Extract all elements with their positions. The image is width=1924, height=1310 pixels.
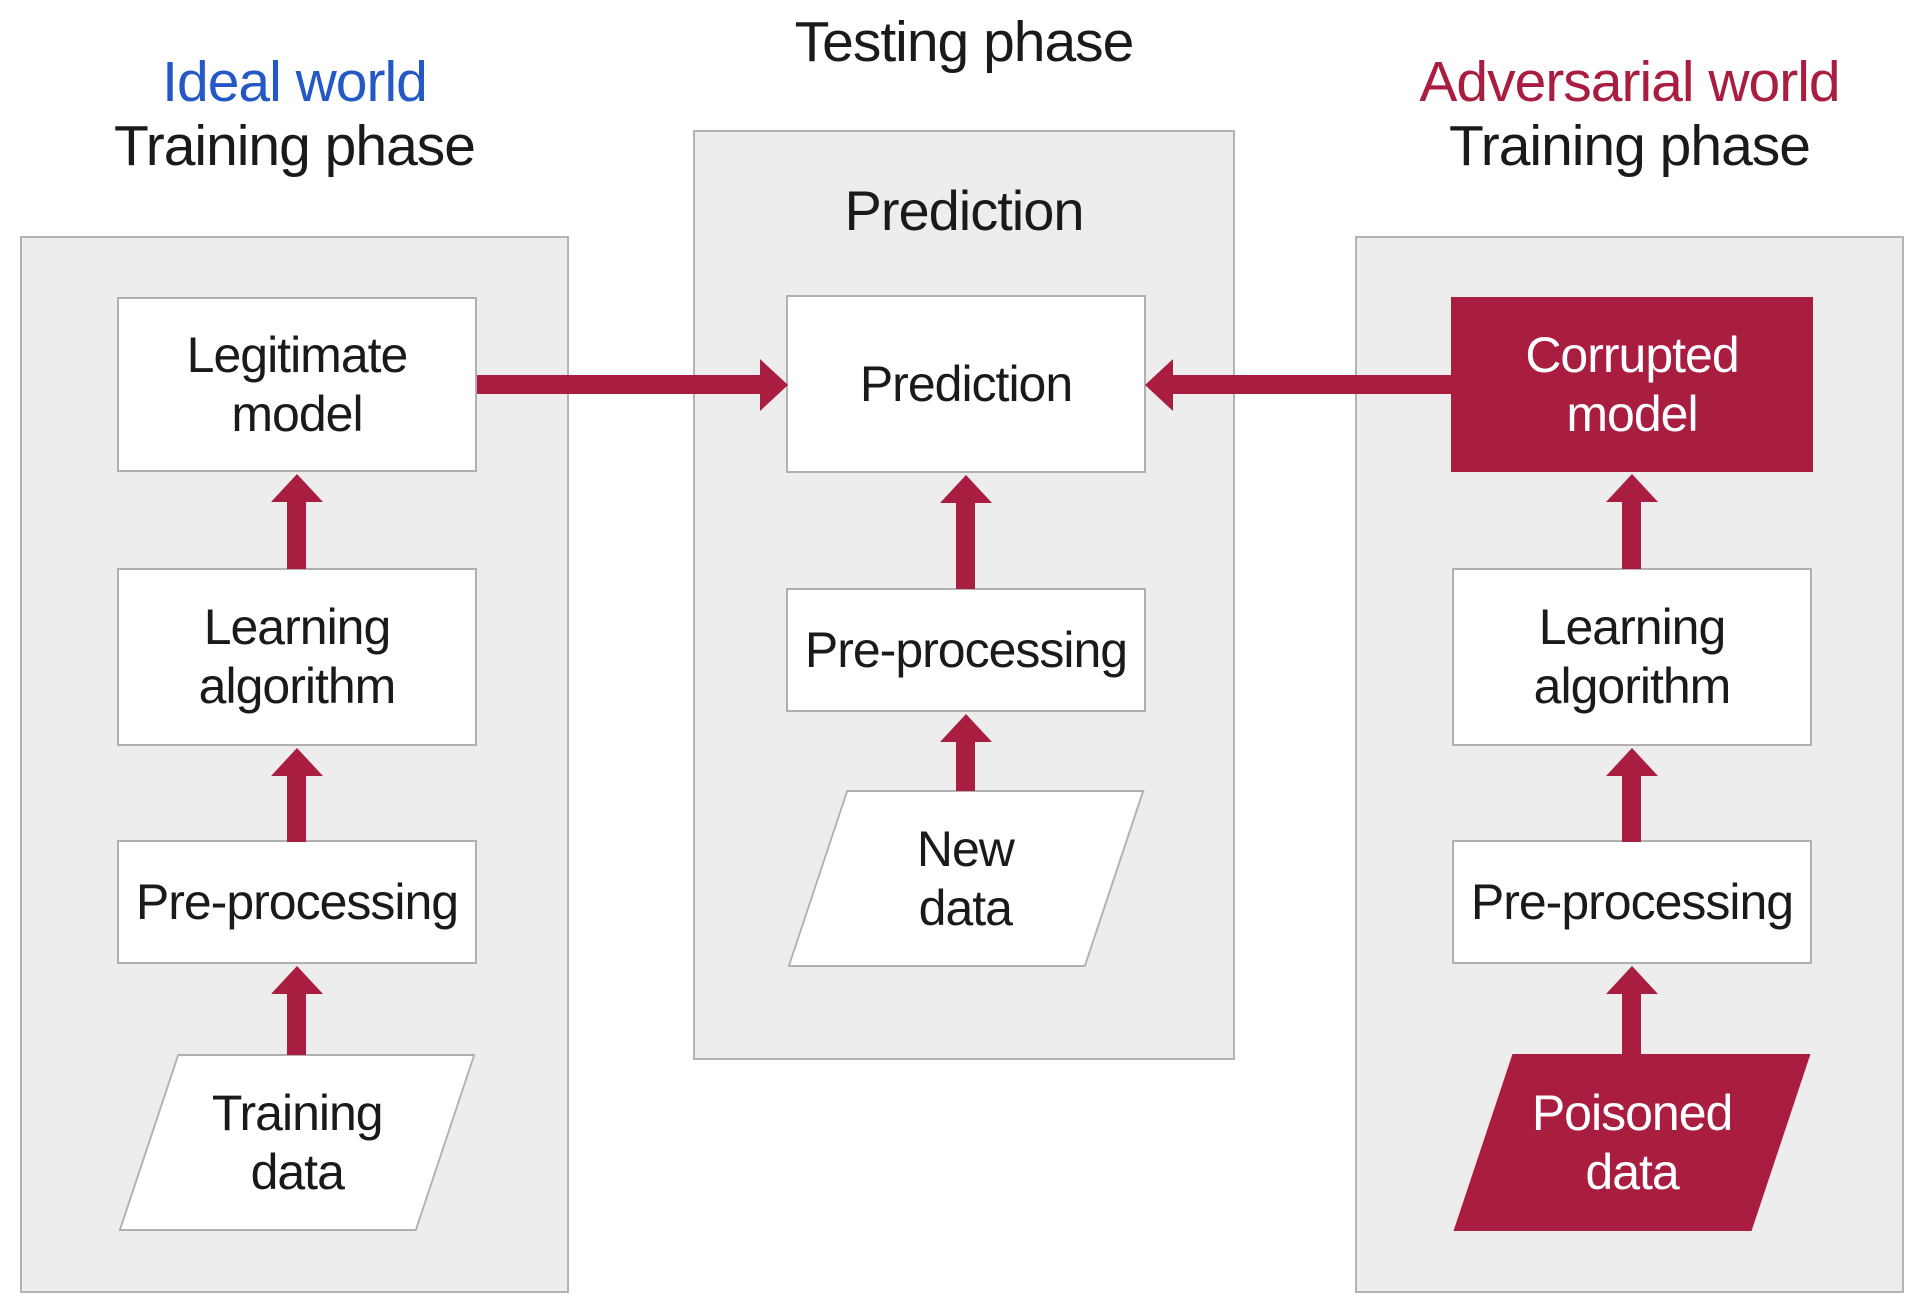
adversarial-preprocessing-box: Pre-processing [1452,840,1812,964]
legitimate-model-box: Legitimate model [117,297,477,472]
poisoned-data-parallelogram: Poisoned data [1453,1054,1811,1231]
testing-phase-title: Testing phase [794,10,1135,74]
training-data-parallelogram: Training data [118,1054,476,1231]
corrupted-model-box: Corrupted model [1451,297,1813,472]
adversarial-world-header: Adversarial world Training phase [1355,50,1904,178]
new-data-parallelogram: New data [787,790,1145,967]
prediction-panel-heading: Prediction [844,179,1084,242]
adversarial-training-phase-label: Training phase [1449,114,1811,178]
adversarial-learning-algorithm-box: Learning algorithm [1452,568,1812,746]
testing-preprocessing-box: Pre-processing [786,588,1146,712]
poisoned-data-label: Poisoned data [1531,1084,1733,1200]
training-data-label: Training data [211,1084,383,1200]
ideal-world-title: Ideal world [162,50,428,114]
ideal-preprocessing-box: Pre-processing [117,840,477,964]
testing-phase-header: Testing phase [693,10,1235,74]
ideal-learning-algorithm-box: Learning algorithm [117,568,477,746]
adversarial-world-title: Adversarial world [1419,50,1840,114]
ideal-training-phase-label: Training phase [114,114,476,178]
new-data-label: New data [917,820,1015,936]
prediction-box: Prediction [786,295,1146,473]
ideal-world-header: Ideal world Training phase [20,50,569,178]
